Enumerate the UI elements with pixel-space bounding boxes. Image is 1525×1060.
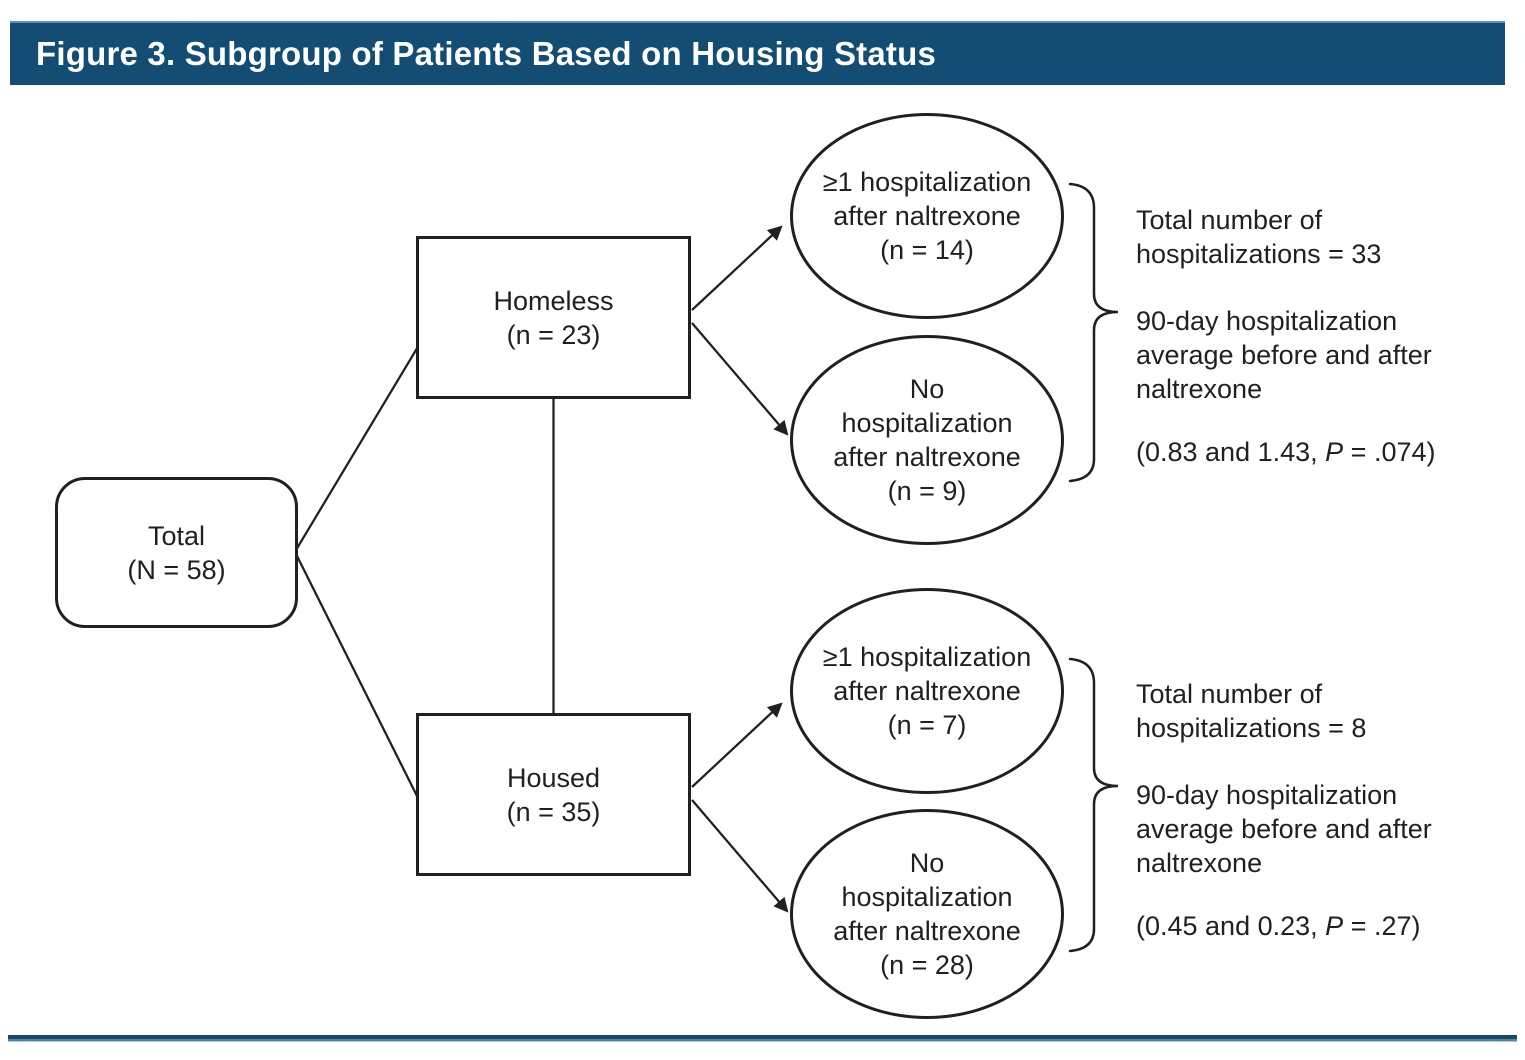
annotation-line: average before and after	[1136, 340, 1432, 370]
connector-total-housed	[294, 553, 421, 801]
annotation-total-hospitalizations: Total number of hospitalizations = 33	[1136, 203, 1525, 271]
brace-homeless-outcomes	[1068, 182, 1119, 483]
stat-p-symbol: P	[1325, 911, 1344, 941]
ellipse-line: after naltrexone	[833, 201, 1021, 231]
arrow-homeless-to-not-hospitalized	[691, 322, 789, 436]
annotation-statistics: (0.45 and 0.23, P = .27)	[1136, 909, 1525, 943]
stat-p-symbol: P	[1325, 437, 1344, 467]
annotation-line: naltrexone	[1136, 374, 1263, 404]
figure-title: Figure 3. Subgroup of Patients Based on …	[36, 35, 937, 72]
arrow-homeless-to-hospitalized	[691, 225, 783, 311]
stat-prefix: (0.45 and 0.23,	[1136, 911, 1326, 941]
node-housed: Housed (n = 35)	[416, 713, 691, 876]
ellipse-homeless-hospitalized: ≥1 hospitalization after naltrexone (n =…	[790, 113, 1064, 319]
arrow-housed-to-hospitalized	[691, 702, 783, 788]
annotation-line: 90-day hospitalization	[1136, 306, 1398, 336]
annotation-total-hospitalizations: Total number of hospitalizations = 8	[1136, 677, 1525, 745]
brace-housed-outcomes	[1068, 657, 1119, 953]
ellipse-line: hospitalization	[841, 882, 1013, 912]
ellipse-line: No	[909, 848, 945, 878]
annotation-line: hospitalizations = 33	[1136, 239, 1382, 269]
node-total: Total (N = 58)	[55, 477, 298, 628]
node-homeless: Homeless (n = 23)	[416, 236, 691, 399]
node-homeless-count: (n = 23)	[506, 319, 601, 350]
annotation-statistics: (0.83 and 1.43, P = .074)	[1136, 435, 1525, 469]
node-total-label: Total	[147, 520, 206, 551]
ellipse-housed-not-hospitalized: No hospitalization after naltrexone (n =…	[790, 809, 1064, 1019]
ellipse-housed-hospitalized: ≥1 hospitalization after naltrexone (n =…	[790, 588, 1064, 794]
node-housed-count: (n = 35)	[506, 796, 601, 827]
ellipse-line: (n = 7)	[887, 710, 967, 740]
arrow-housed-to-not-hospitalized	[691, 799, 789, 913]
stat-suffix: = .074)	[1343, 437, 1436, 467]
ellipse-line: No	[909, 374, 945, 404]
ellipse-homeless-not-hospitalized: No hospitalization after naltrexone (n =…	[790, 335, 1064, 545]
ellipse-line: (n = 9)	[887, 476, 967, 506]
annotation-housed-outcomes: Total number of hospitalizations = 8 90-…	[1136, 677, 1525, 943]
ellipse-line: (n = 28)	[880, 950, 974, 980]
ellipse-line: ≥1 hospitalization	[822, 642, 1032, 672]
footer-rule-dark	[8, 1035, 1517, 1039]
ellipse-line: after naltrexone	[833, 676, 1021, 706]
annotation-homeless-outcomes: Total number of hospitalizations = 33 90…	[1136, 203, 1525, 469]
annotation-line: hospitalizations = 8	[1136, 713, 1367, 743]
annotation-line: average before and after	[1136, 814, 1432, 844]
annotation-90day-average: 90-day hospitalization average before an…	[1136, 778, 1525, 880]
connector-total-homeless	[295, 344, 420, 551]
stat-prefix: (0.83 and 1.43,	[1136, 437, 1326, 467]
ellipse-line: hospitalization	[841, 408, 1013, 438]
ellipse-line: (n = 14)	[880, 235, 974, 265]
annotation-line: Total number of	[1136, 205, 1323, 235]
annotation-line: 90-day hospitalization	[1136, 780, 1398, 810]
annotation-line: Total number of	[1136, 679, 1323, 709]
annotation-line: naltrexone	[1136, 848, 1263, 878]
node-housed-label: Housed	[506, 762, 601, 793]
ellipse-line: after naltrexone	[833, 916, 1021, 946]
figure-title-banner: Figure 3. Subgroup of Patients Based on …	[10, 21, 1505, 85]
footer-rule-light	[8, 1039, 1517, 1042]
annotation-90day-average: 90-day hospitalization average before an…	[1136, 304, 1525, 406]
ellipse-line: after naltrexone	[833, 442, 1021, 472]
stat-suffix: = .27)	[1343, 911, 1421, 941]
node-homeless-label: Homeless	[493, 285, 614, 316]
ellipse-line: ≥1 hospitalization	[822, 167, 1032, 197]
node-total-count: (N = 58)	[127, 554, 226, 585]
